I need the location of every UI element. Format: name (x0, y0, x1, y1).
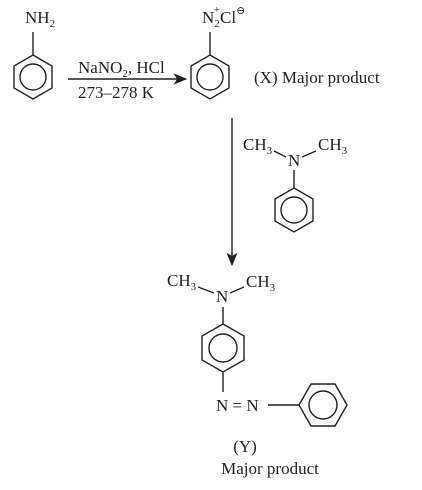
product-x-label: (X) Major product (254, 68, 380, 87)
product-y-label: (Y) (233, 437, 257, 456)
dimethylaniline-structure: CH3 N CH3 (243, 135, 348, 233)
diazotization-step: NaNO2, HCl 273–278 K (68, 58, 188, 102)
aniline-benzene-ring (13, 54, 53, 100)
aniline-structure: NH2 (13, 8, 55, 100)
aniline-aromatic-circle (19, 63, 47, 91)
dimethylaniline-benzene-ring (274, 187, 314, 233)
azo-dye-ring-2 (298, 383, 348, 427)
azo-dye-methyl-right: CH3 (246, 272, 276, 294)
azo-dye-amine-nitrogen: N (216, 287, 228, 306)
diazonium-salt-structure: N2+Cl⊖ (X) Major product (190, 4, 380, 100)
dimethylaniline-bond-right (301, 150, 317, 158)
reagent-line-2: 273–278 K (78, 83, 155, 102)
azo-linkage: N = N (216, 396, 259, 415)
dimethylaniline-aromatic-circle (280, 196, 308, 224)
dimethylaniline-methyl-right: CH3 (318, 135, 348, 157)
diazonium-aromatic-circle (196, 63, 224, 91)
diazonium-group: N2+Cl⊖ (202, 4, 245, 30)
azo-dye-bond-right (229, 286, 245, 294)
product-y-caption: Major product (221, 459, 319, 478)
azo-dye-methyl-left: CH3 (167, 271, 197, 293)
azo-dye-aromatic-circle-2 (308, 390, 338, 420)
azo-dye-aromatic-circle-1 (208, 333, 238, 363)
dimethylaniline-methyl-left: CH3 (243, 135, 273, 157)
azo-dye-structure: CH3 N CH3 N = N (Y) Major product (167, 271, 348, 478)
dimethylaniline-bond-left (273, 150, 287, 158)
dimethylaniline-nitrogen: N (288, 151, 300, 170)
reagent-line-1: NaNO2, HCl (78, 58, 165, 80)
diazonium-benzene-ring (190, 54, 230, 100)
aniline-amino-group: NH2 (25, 8, 55, 30)
azo-dye-bond-left (197, 286, 215, 294)
